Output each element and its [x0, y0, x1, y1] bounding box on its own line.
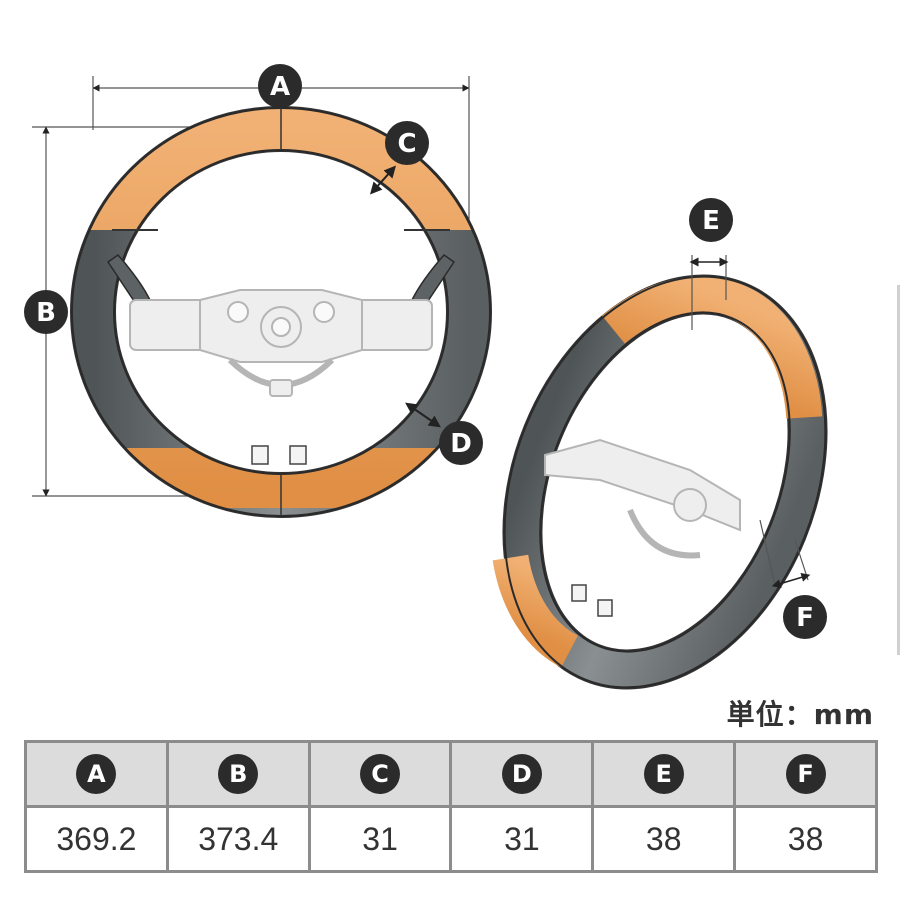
svg-text:D: D — [450, 429, 472, 459]
svg-text:B: B — [36, 298, 56, 328]
header-cell-d: D — [449, 740, 595, 808]
value-cell-e: 38 — [591, 805, 737, 873]
badge-b: B — [24, 290, 68, 334]
badge-c: C — [385, 121, 429, 165]
svg-text:C: C — [397, 129, 416, 159]
header-badge-c: C — [360, 754, 401, 794]
value-cell-b: 373.4 — [165, 805, 311, 873]
header-cell-e: E — [591, 740, 737, 808]
perspective-view — [492, 274, 828, 690]
header-badge-d: D — [501, 754, 542, 794]
header-badge-f: F — [785, 754, 826, 794]
svg-text:A: A — [270, 72, 290, 102]
header-badge-a: A — [76, 754, 117, 794]
value-cell-c: 31 — [307, 805, 453, 873]
value-cell-d: 31 — [449, 805, 595, 873]
table-header-row: A B C D E F — [24, 740, 878, 808]
page-edge-divider — [897, 285, 900, 655]
header-badge-b: B — [218, 754, 259, 794]
value-cell-f: 38 — [733, 805, 878, 873]
dimension-table: A B C D E F 369.2 373.4 31 31 38 38 — [24, 740, 878, 873]
badge-e: E — [689, 198, 733, 242]
svg-text:F: F — [796, 603, 814, 633]
header-cell-a: A — [24, 740, 169, 808]
badge-a: A — [258, 64, 302, 108]
header-cell-b: B — [165, 740, 311, 808]
front-view — [32, 76, 492, 518]
header-badge-e: E — [643, 754, 684, 794]
value-cell-a: 369.2 — [24, 805, 169, 873]
perspective-clips — [571, 584, 613, 617]
table-value-row: 369.2 373.4 31 31 38 38 — [24, 805, 878, 873]
badge-d: D — [439, 421, 483, 465]
perspective-hub — [544, 438, 741, 559]
badge-f: F — [783, 595, 827, 639]
header-cell-c: C — [307, 740, 453, 808]
svg-text:E: E — [702, 206, 720, 236]
header-cell-f: F — [733, 740, 878, 808]
steering-wheel-diagram: A B C D E F — [24, 64, 828, 690]
unit-label: 単位：mm — [726, 698, 874, 731]
